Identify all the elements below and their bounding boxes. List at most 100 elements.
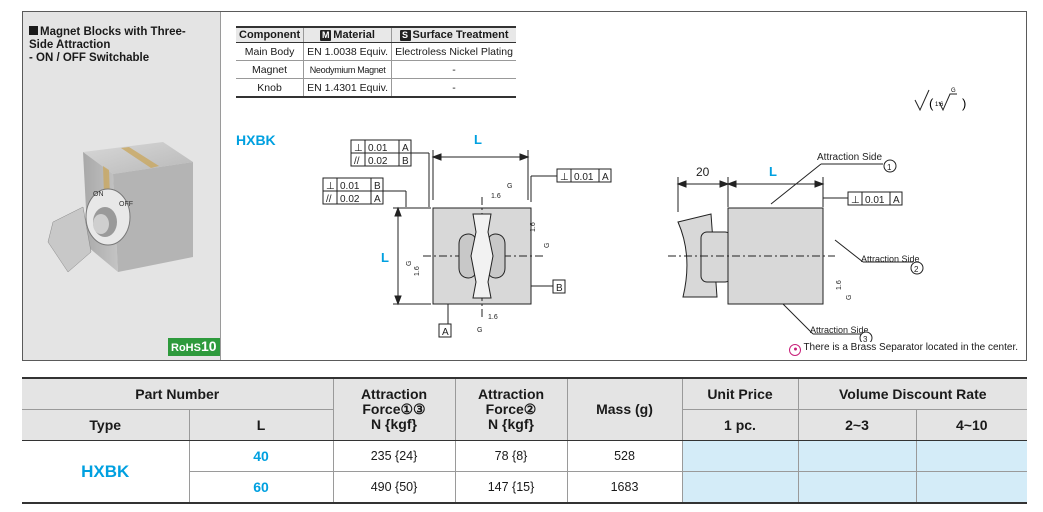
table-row: HXBK 40 235 {24} 78 {8} 528 (22, 440, 1028, 504)
knob-on-label: ON (93, 191, 104, 198)
header-force13-line1: Attraction (360, 386, 428, 402)
perp-symbol-icon: ⊥ (354, 143, 363, 154)
roughness-paren: ( (929, 96, 934, 111)
series-label: HXBK (236, 132, 276, 148)
discount-4-10-cell (915, 440, 1028, 472)
header-surface-label: Surface Treatment (412, 29, 509, 41)
knob-off-label: OFF (119, 201, 133, 208)
discount-2-3-cell (797, 471, 916, 504)
datum-b: B (556, 283, 563, 294)
header-force2: Attraction Force② N {kgf} (454, 377, 567, 441)
roughness-value: 1.6 (530, 222, 537, 232)
header-force2-line3: N {kgf} (488, 416, 534, 432)
rohs-label: RoHS (171, 342, 201, 354)
roughness-general-value: 1.6 (935, 102, 944, 108)
roughness-general-g: G (951, 88, 956, 94)
price-header-row-2: Type L 1 pc. 2~3 4~10 (22, 409, 1028, 441)
tol-ref-a: A (602, 172, 609, 183)
tol-par-value: 0.02 (368, 156, 388, 167)
roughness-value: 1.6 (836, 280, 843, 290)
roughness-g: G (544, 243, 551, 248)
parallel-symbol-icon: // (326, 194, 332, 205)
header-mass: Mass (g) (566, 377, 682, 441)
roughness-paren-close: ) (962, 96, 966, 111)
header-volume-discount: Volume Discount Rate (797, 377, 1028, 410)
perp-symbol-icon: ⊥ (326, 181, 335, 192)
side-view: 20 L ⊥ 0.01 A Attraction Side 1 Attracti… (668, 152, 924, 342)
material-row-surface: - (391, 78, 516, 98)
unit-price-cell (681, 471, 798, 504)
material-row-component: Magnet (236, 60, 304, 79)
force13-cell: 490 {50} (332, 471, 455, 504)
product-panel: Magnet Blocks with Three- Side Attractio… (22, 11, 1027, 361)
front-view: ⊥ 0.01 A // 0.02 B ⊥ 0.01 B // 0.02 A L (322, 132, 612, 338)
roughness-value: 1.6 (414, 266, 421, 276)
tol-par-value: 0.02 (340, 194, 360, 205)
header-qty-4-10: 4~10 (915, 409, 1028, 441)
l-cell[interactable]: 40 (188, 440, 333, 472)
circle-3: 3 (863, 335, 868, 342)
roughness-g: G (846, 295, 853, 300)
dim-20: 20 (696, 165, 710, 179)
roughness-symbol-general: ( 1.6 G ) (914, 88, 966, 112)
product-title-line1: Magnet Blocks with Three- (40, 26, 186, 38)
attraction-side-3: Attraction Side (810, 325, 869, 335)
header-force2-line2: Force② (485, 401, 537, 417)
header-component: Component (236, 26, 304, 43)
roughness-g: G (507, 183, 512, 190)
tol-ref-a: A (374, 194, 381, 205)
pin-icon: ● (789, 344, 802, 356)
material-row-material: EN 1.4301 Equiv. (303, 78, 392, 98)
brass-separator-note: ●There is a Brass Separator located in t… (789, 342, 1018, 356)
header-type: Type (22, 409, 189, 441)
discount-2-3-cell (797, 440, 916, 472)
force13-cell: 235 {24} (332, 440, 455, 472)
tolerance-frame-left (322, 177, 384, 205)
discount-4-10-cell (915, 471, 1028, 504)
product-photo: ON OFF (47, 142, 193, 273)
datum-a: A (442, 327, 449, 338)
tol-perp-value: 0.01 (574, 172, 594, 183)
product-info-column: Magnet Blocks with Three- Side Attractio… (23, 12, 221, 360)
product-title-line3: - ON / OFF Switchable (29, 52, 150, 64)
note-text: There is a Brass Separator located in th… (803, 342, 1018, 353)
dim-l-side: L (769, 164, 777, 179)
material-row-surface: - (391, 60, 516, 79)
tol-perp-value: 0.01 (865, 195, 885, 206)
tolerance-frame-top (350, 139, 412, 167)
header-force13-line3: N {kgf} (371, 416, 417, 432)
force2-cell: 147 {15} (454, 471, 567, 504)
circle-1: 1 (887, 163, 892, 172)
technical-drawing: ( 1.6 G ) ⊥ 0.01 A // 0.02 B (322, 88, 966, 342)
tol-perp-value: 0.01 (368, 143, 388, 154)
header-l: L (188, 409, 333, 441)
type-cell: HXBK (22, 440, 189, 504)
price-table: Part Number Attraction Force①③ N {kgf} A… (22, 377, 1028, 504)
tol-ref-a: A (893, 195, 900, 206)
header-force2-line1: Attraction (477, 386, 545, 402)
roughness-value: 1.6 (488, 314, 498, 321)
attraction-side-1: Attraction Side (817, 152, 882, 163)
material-row: Main Body EN 1.0038 Equiv. Electroless N… (236, 42, 516, 61)
surface-badge-icon: S (399, 30, 411, 41)
header-one-pc: 1 pc. (681, 409, 798, 441)
header-material-label: Material (333, 29, 375, 41)
perp-symbol-icon: ⊥ (851, 195, 860, 206)
l-cell[interactable]: 60 (188, 471, 333, 504)
material-row-material: EN 1.0038 Equiv. (303, 42, 392, 61)
price-header-row-1: Part Number Attraction Force①③ N {kgf} A… (22, 377, 1028, 441)
parallel-symbol-icon: // (354, 156, 360, 167)
rohs-badge: RoHS10 (168, 338, 220, 356)
circle-2: 2 (914, 265, 919, 274)
material-badge-icon: M (320, 30, 332, 41)
material-row-surface: Electroless Nickel Plating (391, 42, 516, 61)
tol-perp-value: 0.01 (340, 181, 360, 192)
product-title-line2: Side Attraction (29, 39, 111, 51)
header-part-number: Part Number (22, 377, 333, 410)
tol-ref-b: B (402, 156, 409, 167)
dim-l-left: L (381, 250, 389, 265)
table-row: 60 490 {50} 147 {15} 1683 (22, 471, 1028, 504)
